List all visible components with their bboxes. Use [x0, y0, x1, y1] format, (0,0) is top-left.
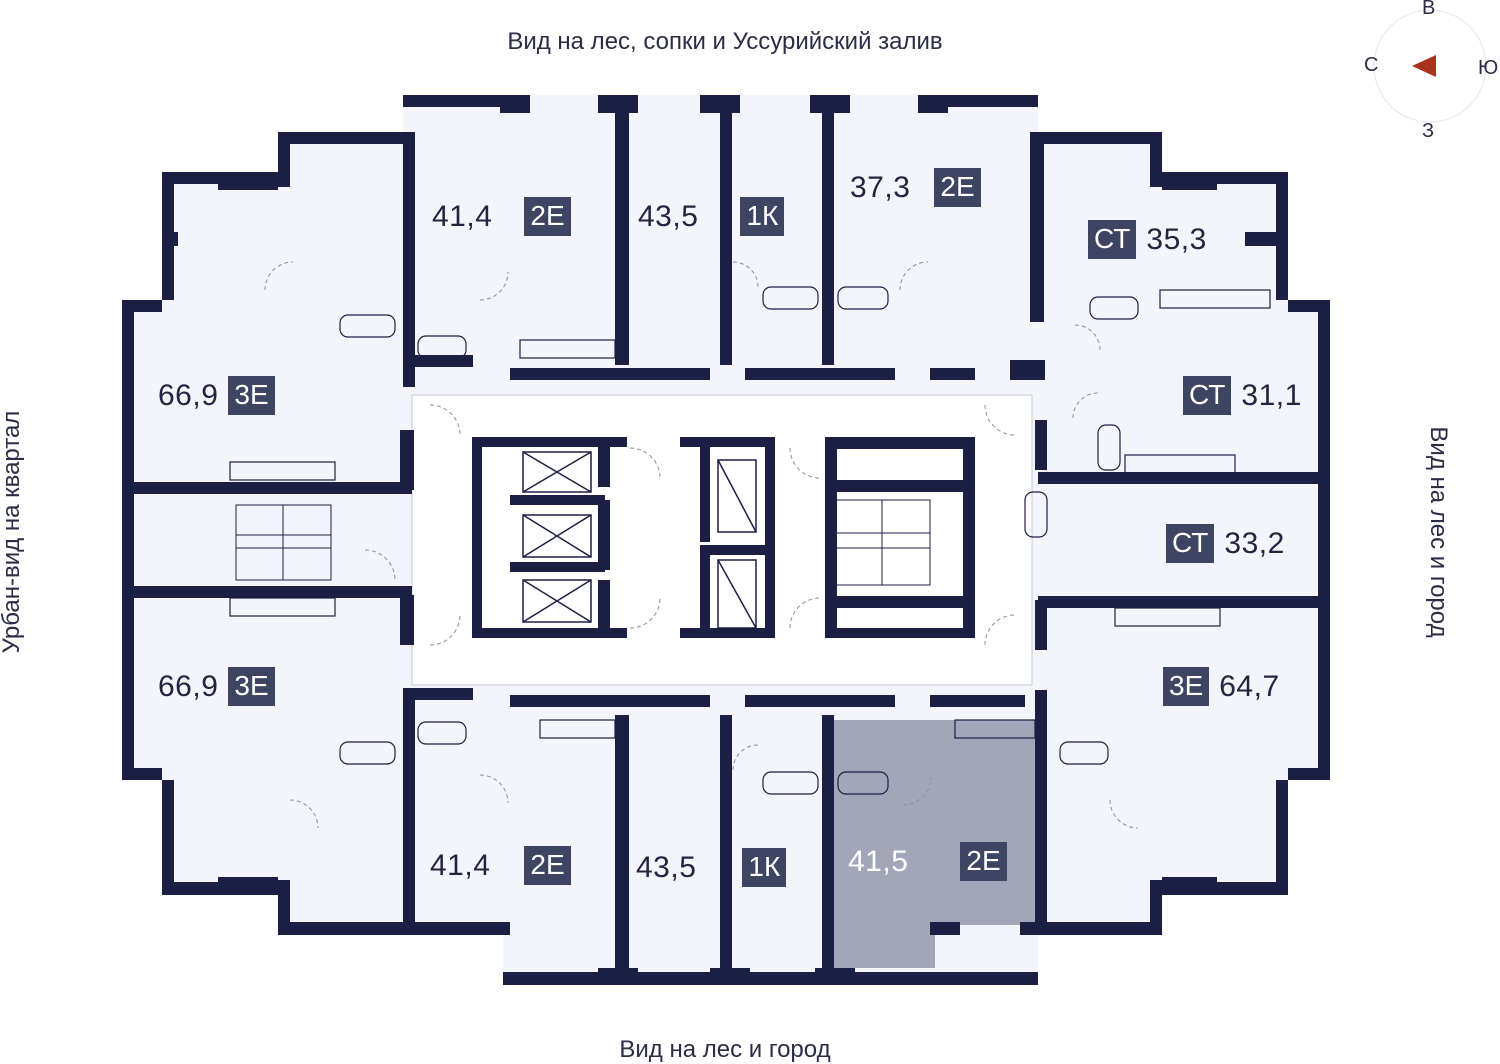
apartment-type-badge: СТ — [1183, 376, 1232, 415]
apartment-type-badge: 1К — [740, 197, 785, 236]
apartment-area: 43,5 — [638, 199, 699, 233]
apartment-area: 64,7 — [1219, 669, 1280, 703]
view-label-right: Вид на лес и город — [1425, 426, 1452, 638]
apartment-label[interactable]: 41,4 2Е — [430, 846, 571, 885]
apartment-type-badge: 1К — [742, 848, 787, 887]
apartment-area: 33,2 — [1224, 526, 1285, 560]
apartment-label[interactable]: 37,3 2Е — [850, 168, 981, 207]
apartment-area: 43,5 — [636, 850, 697, 884]
compass-south: Ю — [1478, 57, 1499, 79]
view-label-bottom: Вид на лес и город — [619, 1036, 831, 1063]
compass-circle — [1373, 9, 1487, 123]
compass-west: З — [1422, 120, 1435, 142]
apartment-label[interactable]: 3Е 64,7 — [1163, 667, 1280, 706]
apartment-area: 31,1 — [1241, 378, 1302, 412]
apartment-type-badge: 2Е — [934, 168, 981, 207]
highlighted-apartment — [833, 720, 1035, 968]
apartment-type-badge: СТ — [1166, 524, 1215, 563]
apartment-area: 37,3 — [850, 170, 911, 204]
apartment-label[interactable]: СТ 35,3 — [1088, 220, 1207, 259]
apartment-type-badge: 2Е — [524, 846, 571, 885]
apartment-area: 66,9 — [158, 378, 219, 412]
compass-north: С — [1364, 54, 1379, 76]
view-label-left: Урбан-вид на квартал — [0, 410, 25, 654]
walls — [122, 95, 1330, 985]
apartment-type-badge: 2Е — [960, 842, 1007, 881]
apartment-type-badge: 3Е — [1163, 667, 1210, 706]
apartment-type-badge: 3Е — [228, 376, 275, 415]
apartment-area: 41,4 — [430, 848, 491, 882]
apartment-area: 41,4 — [432, 199, 493, 233]
apartment-area: 35,3 — [1146, 222, 1207, 256]
apartment-label[interactable]: 66,9 3Е — [158, 376, 275, 415]
apartment-label[interactable]: 43,5 1К — [638, 197, 785, 236]
apartment-area: 41,5 — [848, 844, 909, 878]
apartment-label[interactable]: 66,9 3Е — [158, 667, 275, 706]
apartment-type-badge: 2Е — [524, 197, 571, 236]
compass-east: В — [1422, 0, 1436, 19]
apartment-area: 66,9 — [158, 669, 219, 703]
apartment-label[interactable]: СТ 33,2 — [1166, 524, 1285, 563]
apartment-label-highlighted[interactable]: 41,5 2Е — [848, 842, 1007, 881]
compass: В С Ю З — [1364, 0, 1500, 142]
apartment-label[interactable]: 41,4 2Е — [432, 197, 571, 236]
apartment-label[interactable]: СТ 31,1 — [1183, 376, 1302, 415]
apartment-type-badge: СТ — [1088, 220, 1137, 259]
apartment-type-badge: 3Е — [228, 667, 275, 706]
compass-arrow-icon — [1412, 55, 1436, 77]
view-label-top: Вид на лес, сопки и Уссурийский залив — [507, 28, 943, 55]
apartment-label[interactable]: 43,5 1К — [636, 848, 787, 887]
